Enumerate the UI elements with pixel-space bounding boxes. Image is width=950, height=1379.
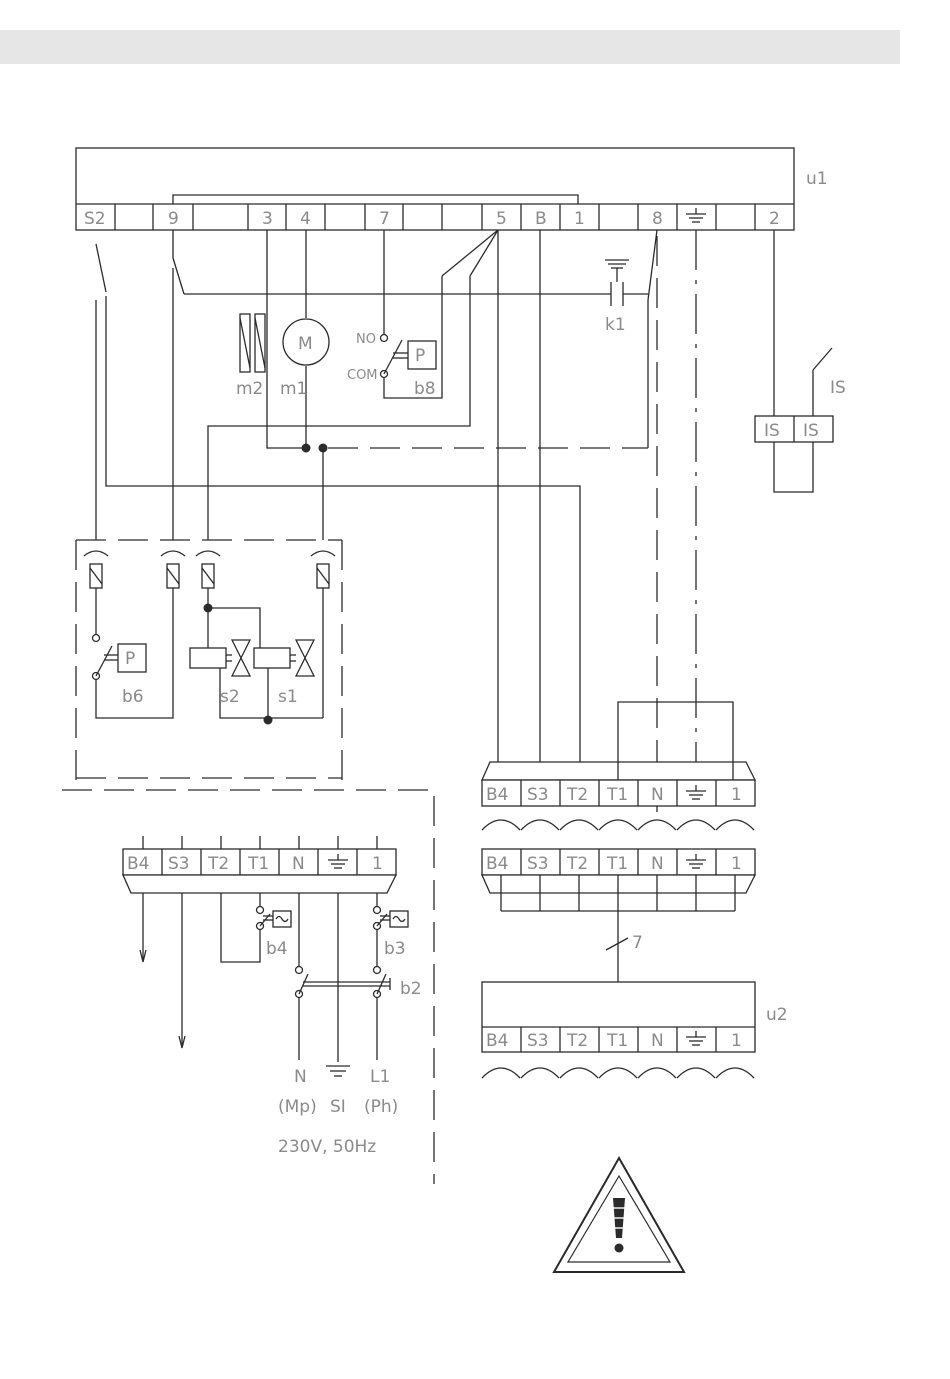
u1-label: u1: [806, 169, 828, 189]
b6-pressure-symbol: P: [125, 649, 135, 669]
x3-terminal-1: 1: [372, 854, 383, 874]
cable-label: 7: [632, 933, 643, 953]
u1-terminal-s2: S2: [84, 209, 106, 229]
x2-terminal-n: N: [651, 854, 664, 874]
supply-l1-label: L1: [370, 1067, 390, 1087]
b2-label: b2: [400, 979, 422, 999]
b8-label: b8: [414, 379, 436, 399]
m1-label: m1: [280, 379, 307, 399]
u1-terminal-1: 1: [574, 209, 585, 229]
u1-terminal-3: 3: [262, 209, 273, 229]
x1-terminal-t1: T1: [606, 785, 628, 805]
m2-label: m2: [236, 379, 263, 399]
is-terminal-b: IS: [803, 421, 819, 441]
junction-dot: [302, 444, 311, 453]
x1-terminal-t2: T2: [566, 785, 588, 805]
s1-label: s1: [278, 687, 298, 707]
supply-voltage-label: 230V, 50Hz: [278, 1137, 376, 1157]
b6-label: b6: [122, 687, 144, 707]
u2-block: u2 B4 S3 T2 T1 N 1: [482, 982, 788, 1078]
x2-terminal-s3: S3: [527, 854, 549, 874]
b3-label: b3: [384, 939, 406, 959]
u2-terminal-t2: T2: [566, 1031, 588, 1051]
x3-terminal-n: N: [292, 854, 305, 874]
u2-terminal-s3: S3: [527, 1031, 549, 1051]
x3-terminal-t2: T2: [207, 854, 229, 874]
supply-si-label: SI: [330, 1097, 346, 1117]
x1-terminal-s3: S3: [527, 785, 549, 805]
x3-terminal-b4: B4: [127, 854, 149, 874]
x2-terminal-b4: B4: [486, 854, 508, 874]
u2-terminal-1: 1: [731, 1031, 742, 1051]
supply-mp-label: (Mp): [278, 1097, 317, 1117]
x1-terminal-n: N: [651, 785, 664, 805]
b8-no-label: NO: [356, 332, 376, 347]
is-switch-label: IS: [830, 378, 846, 398]
m2-transformer: m2: [236, 314, 265, 399]
u1-terminal-b: B: [535, 209, 547, 229]
k1-capacitor: k1: [605, 260, 629, 335]
b8-com-label: COM: [347, 368, 378, 383]
b4-label: b4: [266, 939, 288, 959]
u2-terminal-b4: B4: [486, 1031, 508, 1051]
x2-terminal-1: 1: [731, 854, 742, 874]
u1-terminal-8: 8: [652, 209, 663, 229]
connector-x-lower: B4 S3 T2 T1 N 1 7: [482, 849, 755, 982]
x1-terminal-1: 1: [731, 785, 742, 805]
k1-label: k1: [605, 315, 626, 335]
u1-terminal-7: 7: [379, 209, 390, 229]
u1-terminal-9: 9: [168, 209, 179, 229]
b8-pressure-symbol: P: [415, 346, 425, 366]
connector-x-upper: B4 S3 T2 T1 N 1: [482, 702, 755, 830]
u1-wiring: [96, 230, 774, 820]
valve-housing: P b6 s2 s1: [76, 540, 342, 780]
supply-ph-label: (Ph): [364, 1097, 398, 1117]
warning-triangle-icon: [554, 1158, 684, 1272]
m1-motor: M m1: [280, 319, 329, 399]
x2-terminal-t2: T2: [566, 854, 588, 874]
earth-icon: [326, 1066, 350, 1076]
s2-label: s2: [220, 687, 240, 707]
u1-terminal-2: 2: [769, 209, 780, 229]
is-safety-switch: IS IS IS: [755, 348, 846, 492]
x3-terminal-s3: S3: [168, 854, 190, 874]
u2-label: u2: [766, 1005, 788, 1025]
connector-x-supply: B4 S3 T2 T1 N 1 b4 N: [123, 836, 422, 1157]
supply-n-label: N: [294, 1067, 307, 1087]
u1-terminal-4: 4: [300, 209, 311, 229]
u2-terminal-n: N: [651, 1031, 664, 1051]
x1-terminal-b4: B4: [486, 785, 508, 805]
is-terminal-a: IS: [764, 421, 780, 441]
u1-terminal-5: 5: [496, 209, 507, 229]
b8-pressure-switch: P NO COM b8: [347, 332, 436, 399]
u1-block: u1 S2 9 3 4 7 5 B 1 8 2: [76, 148, 828, 230]
x2-terminal-t1: T1: [606, 854, 628, 874]
u2-terminal-t1: T1: [606, 1031, 628, 1051]
motor-symbol: M: [298, 334, 313, 354]
x3-terminal-t1: T1: [247, 854, 269, 874]
